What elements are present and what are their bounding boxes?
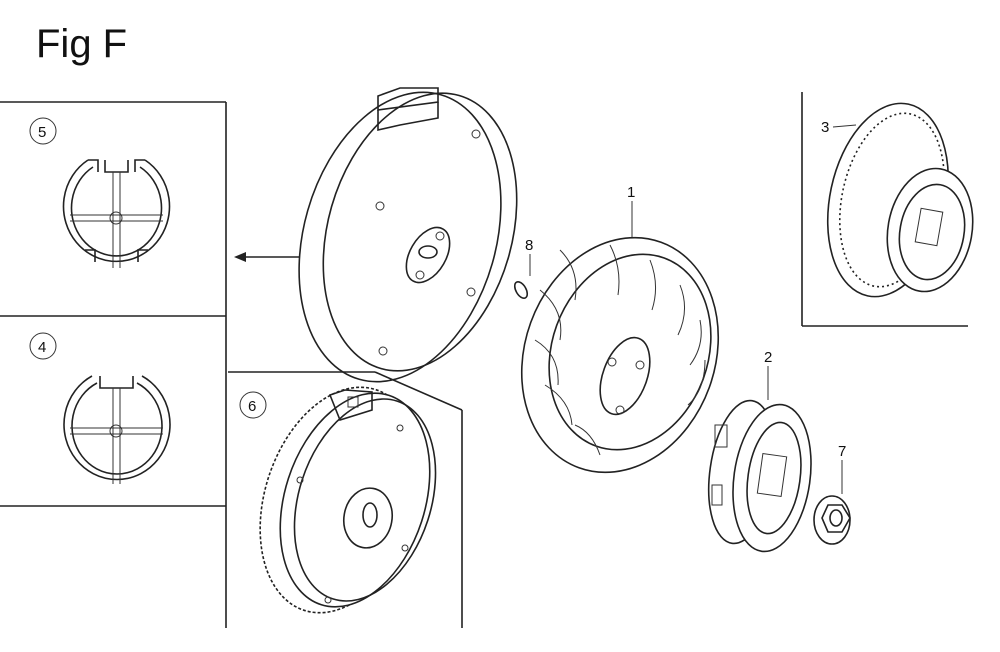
callout-2-label: 2 <box>764 349 772 366</box>
callout-circle-6 <box>239 391 267 419</box>
variant-6-frame: 6 <box>228 371 463 628</box>
variant-6-ring-gear-flywheel <box>259 386 437 614</box>
part-3-frame <box>801 92 968 327</box>
part-3-starter-pulley: 3 <box>821 102 974 298</box>
callout-5-label: 5 <box>38 124 46 141</box>
callout-7-label: 7 <box>838 443 846 460</box>
part-2-starter-cup: 2 <box>707 349 812 553</box>
callout-3-label: 3 <box>821 119 829 136</box>
part-8-key: 8 <box>513 237 533 299</box>
callout-8-label: 8 <box>525 237 533 254</box>
callout-4-label: 4 <box>38 339 46 356</box>
part-7-flange-nut: 7 <box>813 443 851 545</box>
callout-6-label: 6 <box>248 398 256 415</box>
variant-panel-frame <box>0 101 227 628</box>
callout-circle-4 <box>29 332 57 360</box>
variant-4-rotor-icon <box>63 375 171 484</box>
figure-title: Fig F <box>36 22 128 66</box>
flywheel-main <box>298 87 518 383</box>
pointer-arrow <box>234 252 300 262</box>
variant-5-rotor-icon <box>62 159 171 268</box>
variant-5-group: 5 <box>29 117 171 268</box>
part-1-cooling-fan: 1 <box>520 184 720 474</box>
callout-circle-5 <box>29 117 57 145</box>
callout-1-label: 1 <box>627 184 635 201</box>
variant-4-group: 4 <box>29 332 171 484</box>
